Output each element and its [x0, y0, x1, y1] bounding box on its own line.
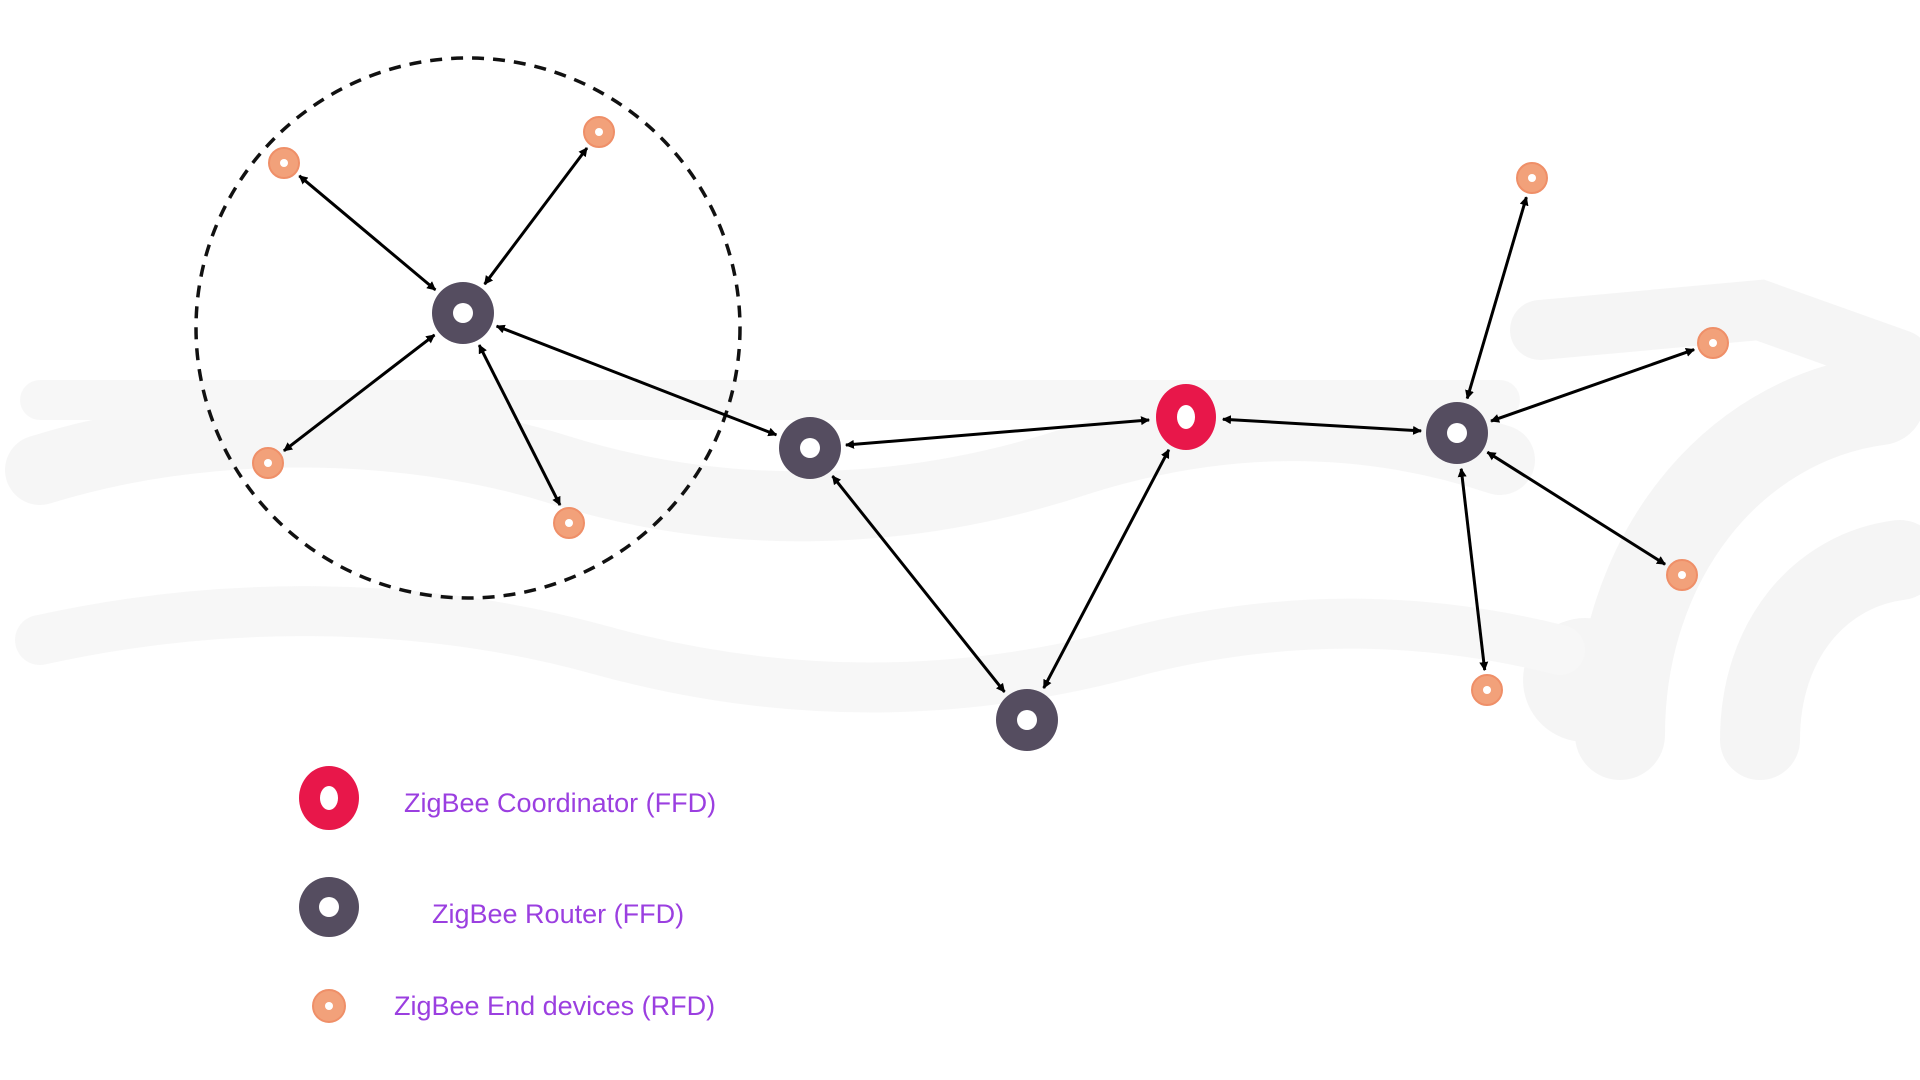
edge-router-a-end-a2	[483, 147, 589, 286]
legend	[299, 766, 359, 1023]
edge-router-d-end-d3	[1486, 450, 1666, 566]
router-ring-icon	[299, 877, 359, 937]
edge-router-d-end-d1	[1465, 196, 1529, 400]
edge-router-c-coordinator	[1042, 449, 1171, 689]
legend-label-router: ZigBee Router (FFD)	[432, 899, 685, 929]
node-end-d4	[1471, 674, 1503, 706]
node-end-d1	[1516, 162, 1548, 194]
legend-label-coordinator: ZigBee Coordinator (FFD)	[404, 788, 717, 818]
node-end-d2	[1697, 327, 1729, 359]
node-end-d3	[1666, 559, 1698, 591]
node-router-a	[432, 282, 494, 344]
node-end-a3	[252, 447, 284, 479]
node-router-d	[1426, 402, 1488, 464]
node-end-a4	[553, 507, 585, 539]
network-nodes	[252, 116, 1729, 751]
coordinator-ring-icon	[299, 766, 359, 830]
end-device-dot-icon	[312, 989, 346, 1023]
legend-label-end-devices: ZigBee End devices (RFD)	[394, 991, 716, 1021]
node-end-a1	[268, 147, 300, 179]
edge-router-a-end-a1	[298, 174, 437, 292]
node-coordinator	[1156, 384, 1216, 450]
connection-edges	[282, 147, 1695, 693]
edge-router-b-coordinator	[845, 416, 1150, 449]
edge-router-a-end-a3	[282, 333, 436, 452]
edge-router-b-router-c	[831, 475, 1006, 693]
edge-router-a-router-b	[495, 324, 778, 437]
edge-router-d-end-d2	[1490, 348, 1695, 423]
node-end-a2	[583, 116, 615, 148]
node-router-c	[996, 689, 1058, 751]
node-router-b	[779, 417, 841, 479]
watermark-logo	[5, 279, 1920, 780]
edge-router-d-end-d4	[1457, 467, 1489, 671]
edge-coordinator-router-d	[1222, 415, 1422, 435]
